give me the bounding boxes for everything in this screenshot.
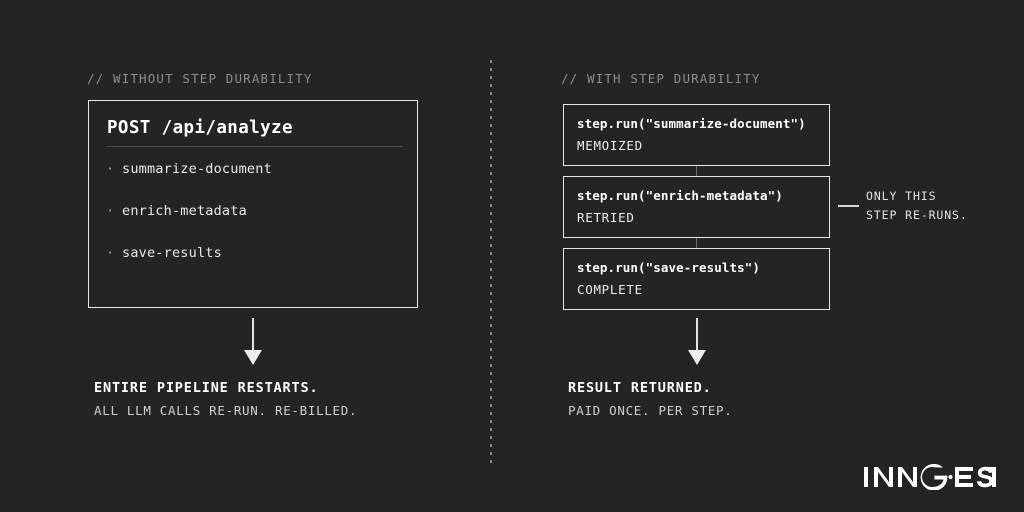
right-outcome: RESULT RETURNED. PAID ONCE. PER STEP. [568, 380, 733, 418]
endpoint-divider-rule [106, 146, 403, 147]
step-box-summarize-document: step.run("summarize-document") MEMOIZED [563, 104, 830, 166]
step-connector [696, 166, 698, 176]
inngest-logo [864, 464, 996, 490]
arrow-down-icon-left [242, 318, 264, 366]
step-call-label: step.run("summarize-document") [577, 116, 806, 131]
step-call-label: step.run("enrich-metadata") [577, 188, 783, 203]
retry-annotation-line2: STEP RE-RUNS. [866, 208, 968, 222]
right-outcome-headline: RESULT RETURNED. [568, 380, 712, 396]
list-item: · summarize-document [106, 161, 406, 203]
arrow-head [244, 350, 262, 365]
bullet-icon: · [106, 245, 115, 261]
bullet-icon: · [106, 203, 115, 219]
status-badge: MEMOIZED [577, 138, 643, 153]
list-item: · save-results [106, 245, 406, 287]
arrow-shaft [696, 318, 698, 352]
arrow-shaft [252, 318, 254, 352]
left-outcome-headline: ENTIRE PIPELINE RESTARTS. [94, 380, 319, 396]
left-outcome: ENTIRE PIPELINE RESTARTS. ALL LLM CALLS … [94, 380, 357, 418]
list-item-label: save-results [122, 245, 222, 261]
arrow-head [688, 350, 706, 365]
vertical-dotted-divider [490, 60, 492, 466]
list-item-label: summarize-document [122, 161, 272, 177]
endpoint-title: POST /api/analyze [107, 118, 293, 138]
retry-annotation: ONLY THIS STEP RE-RUNS. [866, 187, 968, 225]
annotation-leader-line [838, 205, 859, 207]
inngest-wordmark-icon [864, 464, 996, 490]
bullet-icon: · [106, 161, 115, 177]
endpoint-step-list: · summarize-document · enrich-metadata ·… [106, 161, 406, 287]
step-call-label: step.run("save-results") [577, 260, 761, 275]
right-outcome-detail: PAID ONCE. PER STEP. [568, 403, 733, 418]
status-badge: RETRIED [577, 210, 635, 225]
step-connector [696, 238, 698, 248]
list-item: · enrich-metadata [106, 203, 406, 245]
right-panel-comment: // WITH STEP DURABILITY [561, 71, 761, 86]
retry-annotation-line1: ONLY THIS [866, 189, 937, 203]
monolithic-endpoint-box: POST /api/analyze · summarize-document ·… [88, 100, 418, 308]
arrow-down-icon-right [686, 318, 708, 366]
left-outcome-detail: ALL LLM CALLS RE-RUN. RE-BILLED. [94, 403, 358, 418]
step-box-save-results: step.run("save-results") COMPLETE [563, 248, 830, 310]
left-panel-comment: // WITHOUT STEP DURABILITY [87, 71, 313, 86]
list-item-label: enrich-metadata [122, 203, 247, 219]
step-box-enrich-metadata: step.run("enrich-metadata") RETRIED [563, 176, 830, 238]
status-badge: COMPLETE [577, 282, 643, 297]
